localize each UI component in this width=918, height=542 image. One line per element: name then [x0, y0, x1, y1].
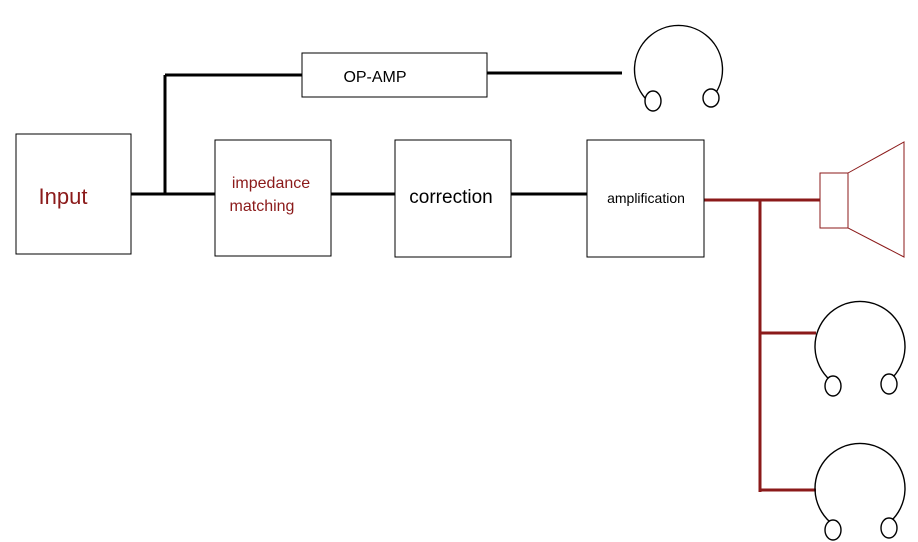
headphone-icon: [814, 442, 906, 541]
impedance-label-line1: impedance: [232, 175, 310, 192]
headphone-icon: [814, 300, 906, 397]
amplification-label: amplification: [607, 190, 685, 206]
headphone-icon: [633, 24, 724, 112]
input-box: [15, 133, 132, 255]
output-wires: [704, 198, 821, 492]
amplification-box: [586, 139, 705, 258]
correction-box: [394, 139, 512, 258]
correction-label: correction: [409, 187, 492, 208]
input-label: Input: [39, 184, 88, 209]
impedance-label-line2: matching: [230, 198, 295, 215]
signal-wires: [131, 71, 622, 196]
impedance-matching-box: [214, 139, 332, 257]
opamp-box: [301, 52, 488, 98]
speaker-icon: [819, 141, 905, 258]
opamp-label: OP-AMP: [343, 69, 406, 86]
